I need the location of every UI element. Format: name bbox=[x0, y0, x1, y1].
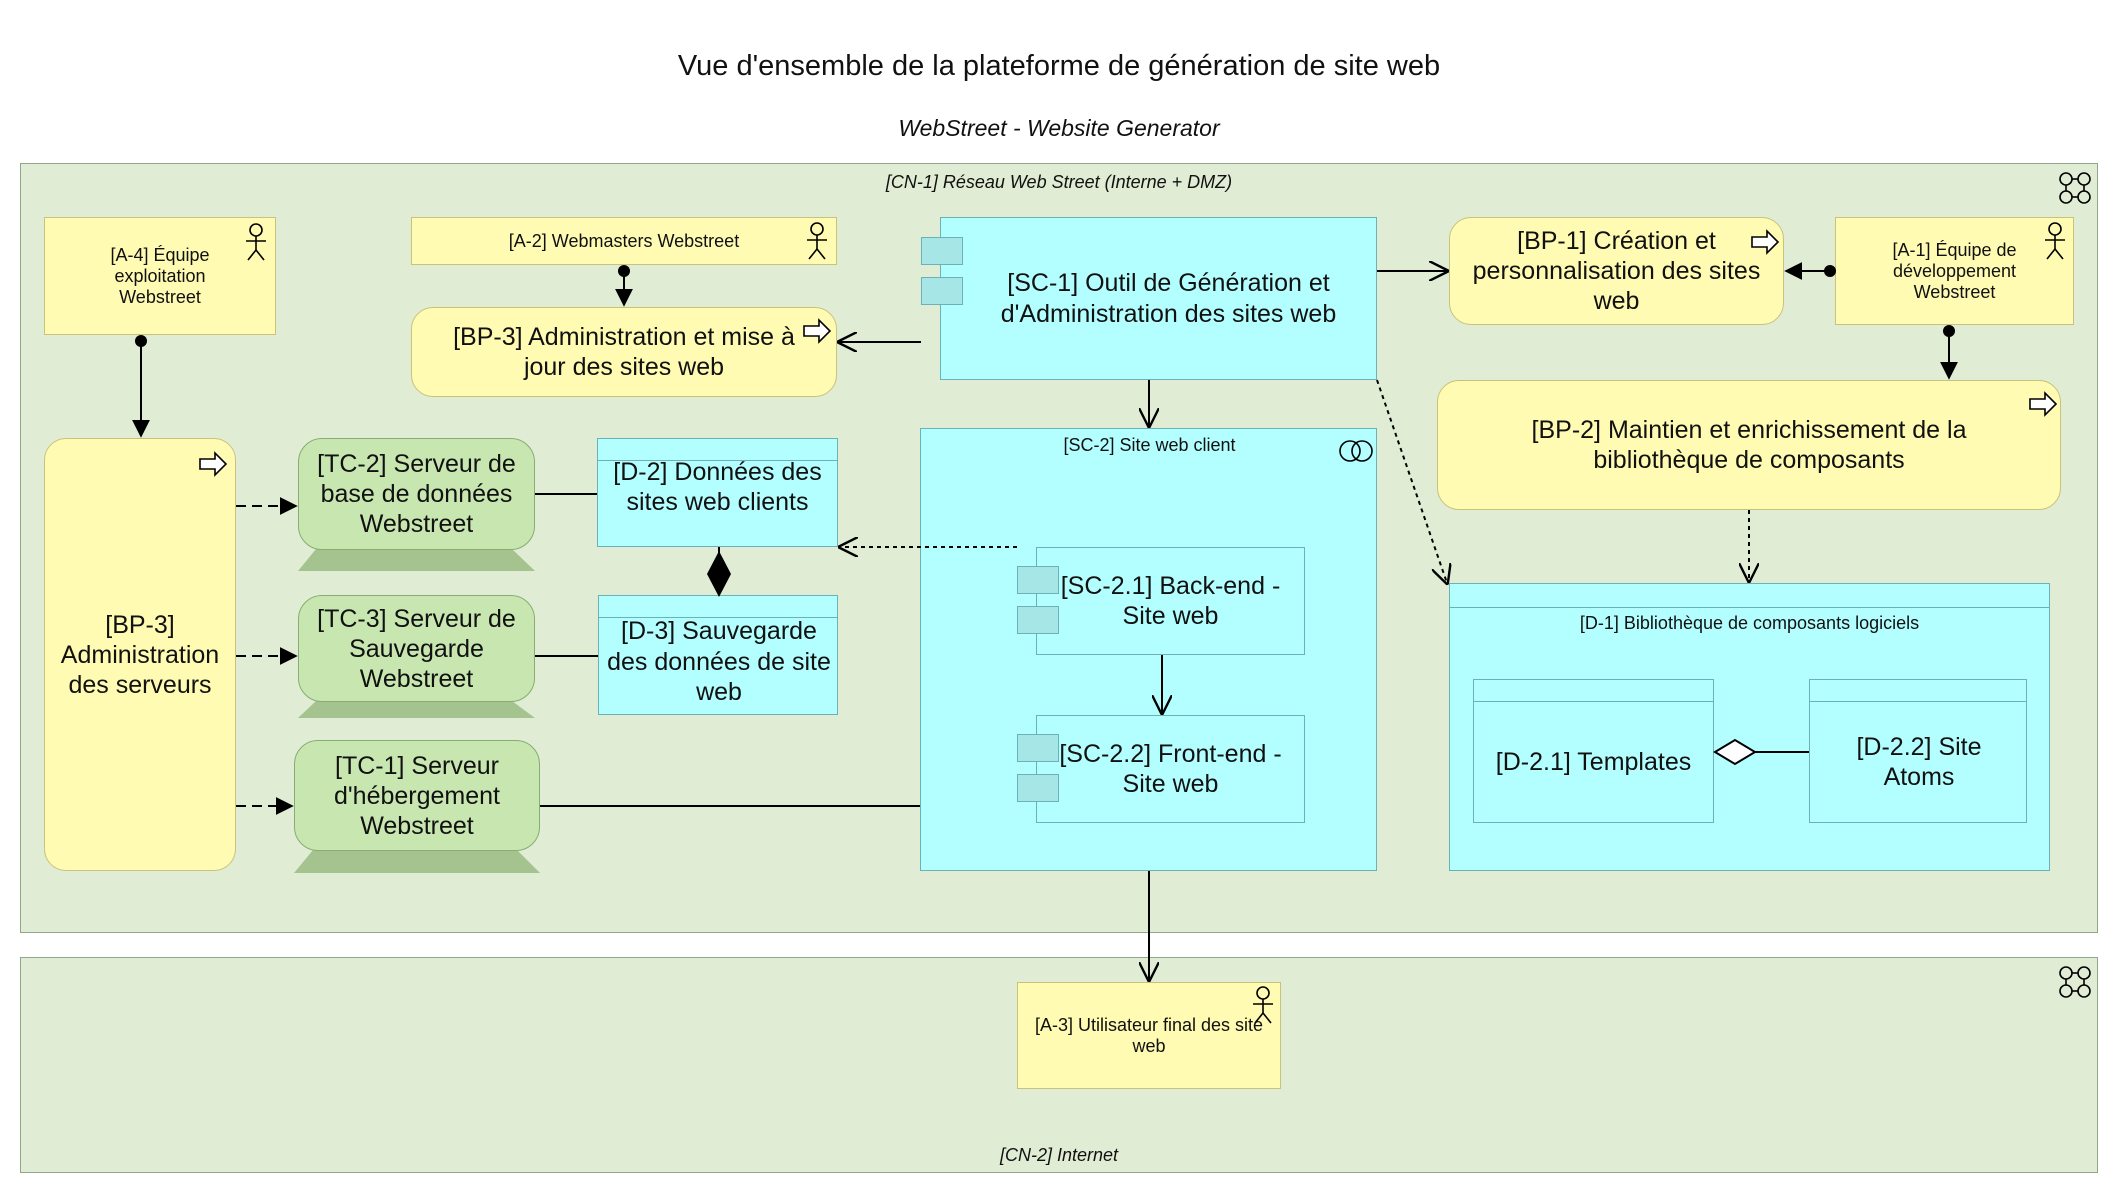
app-sc1-label: [SC-1] Outil de Génération et d'Administ… bbox=[1000, 269, 1337, 328]
tech-tc3[interactable]: [TC-3] Serveur de Sauvegarde Webstreet bbox=[298, 595, 535, 702]
process-icon-bp2 bbox=[2029, 391, 2058, 417]
data-d22-label: [D-2.2] Site Atoms bbox=[1856, 732, 1982, 792]
composition-diamond-d2-d3 bbox=[707, 551, 731, 597]
process-bp1[interactable]: [BP-1] Création et personnalisation des … bbox=[1449, 217, 1784, 325]
process-icon-bp3-servers bbox=[199, 451, 228, 477]
data-d22-header bbox=[1810, 680, 2026, 702]
tc1-plinth bbox=[294, 850, 540, 873]
app-sc2-label: [SC-2] Site web client bbox=[1063, 435, 1236, 455]
tech-tc2-label: [TC-2] Serveur de base de données Webstr… bbox=[317, 450, 516, 538]
process-bp3-admin-sites-label: [BP-3] Administration et mise à jour des… bbox=[453, 323, 795, 381]
process-bp3-admin-sites[interactable]: [BP-3] Administration et mise à jour des… bbox=[411, 307, 837, 397]
actor-a4-label: [A-4] Équipe exploitation Webstreet bbox=[110, 244, 210, 307]
actor-a2-label: [A-2] Webmasters Webstreet bbox=[508, 230, 740, 251]
actor-a1[interactable]: [A-1] Équipe de développement Webstreet bbox=[1835, 217, 2074, 325]
process-bp3-admin-servers[interactable]: [BP-3] Administration des serveurs bbox=[44, 438, 236, 871]
data-d2-header bbox=[598, 439, 837, 461]
data-d21-header bbox=[1474, 680, 1713, 702]
data-d21-label: [D-2.1] Templates bbox=[1495, 747, 1692, 776]
network-icon-cn1 bbox=[2059, 172, 2091, 204]
network-icon-cn2 bbox=[2059, 966, 2091, 998]
data-d2[interactable]: [D-2] Données des sites web clients bbox=[597, 438, 838, 547]
process-bp2[interactable]: [BP-2] Maintien et enrichissement de la … bbox=[1437, 380, 2061, 510]
collaboration-icon-sc2 bbox=[1339, 440, 1373, 462]
actor-icon-a1 bbox=[2045, 222, 2065, 260]
actor-icon-a2 bbox=[807, 222, 827, 260]
app-sc21[interactable]: [SC-2.1] Back-end - Site web bbox=[1036, 547, 1305, 655]
actor-a3-label: [A-3] Utilisateur final des site web bbox=[1034, 1014, 1264, 1056]
actor-icon-a4 bbox=[246, 223, 266, 261]
app-sc21-tab-bottom bbox=[1017, 606, 1059, 634]
app-sc22-tab-top bbox=[1017, 734, 1059, 762]
process-bp3-admin-servers-label: [BP-3] Administration des serveurs bbox=[60, 610, 220, 699]
data-d1-header bbox=[1450, 584, 2049, 608]
tc3-plinth bbox=[298, 701, 535, 718]
app-sc1[interactable]: [SC-1] Outil de Génération et d'Administ… bbox=[940, 217, 1377, 380]
app-sc21-label: [SC-2.1] Back-end - Site web bbox=[1060, 571, 1281, 631]
app-sc1-tab-top bbox=[921, 237, 963, 265]
aggregation-diamond-d21-d22 bbox=[1713, 738, 1757, 766]
actor-a3[interactable]: [A-3] Utilisateur final des site web bbox=[1017, 982, 1281, 1089]
diagram-title: Vue d'ensemble de la plateforme de génér… bbox=[677, 50, 1441, 82]
app-sc22-label: [SC-2.2] Front-end - Site web bbox=[1059, 739, 1282, 799]
edge-sc1-d1 bbox=[1376, 379, 1447, 583]
diagram-subtitle: WebStreet - Website Generator bbox=[898, 115, 1220, 141]
data-d1-label: [D-1] Bibliothèque de composants logicie… bbox=[1579, 612, 1920, 633]
actor-a2[interactable]: [A-2] Webmasters Webstreet bbox=[411, 217, 837, 265]
data-d21[interactable]: [D-2.1] Templates bbox=[1473, 679, 1714, 823]
tech-tc1-label: [TC-1] Serveur d'hébergement Webstreet bbox=[333, 751, 500, 840]
tech-tc2[interactable]: [TC-2] Serveur de base de données Webstr… bbox=[298, 438, 535, 550]
process-bp1-label: [BP-1] Création et personnalisation des … bbox=[1472, 227, 1761, 315]
data-d3[interactable]: [D-3] Sauvegarde des données de site web bbox=[598, 595, 838, 715]
data-d3-label: [D-3] Sauvegarde des données de site web bbox=[607, 617, 831, 707]
actor-a1-label: [A-1] Équipe de développement Webstreet bbox=[1892, 239, 2017, 302]
actor-a4[interactable]: [A-4] Équipe exploitation Webstreet bbox=[44, 217, 276, 335]
process-icon-bp3-sites bbox=[803, 318, 832, 344]
app-sc22[interactable]: [SC-2.2] Front-end - Site web bbox=[1036, 715, 1305, 823]
network-cn1-label: [CN-1] Réseau Web Street (Interne + DMZ) bbox=[885, 172, 1233, 192]
app-sc1-tab-bottom bbox=[921, 277, 963, 305]
tc2-plinth bbox=[298, 549, 535, 571]
data-d22[interactable]: [D-2.2] Site Atoms bbox=[1809, 679, 2027, 823]
actor-icon-a3 bbox=[1253, 986, 1273, 1024]
data-d3-header bbox=[599, 596, 837, 618]
process-bp2-label: [BP-2] Maintien et enrichissement de la … bbox=[1531, 416, 1967, 474]
app-sc21-tab-top bbox=[1017, 566, 1059, 594]
app-sc22-tab-bottom bbox=[1017, 774, 1059, 802]
data-d2-label: [D-2] Données des sites web clients bbox=[613, 457, 822, 517]
process-icon-bp1 bbox=[1751, 229, 1780, 255]
network-cn2-label: [CN-2] Internet bbox=[999, 1145, 1119, 1165]
tech-tc3-label: [TC-3] Serveur de Sauvegarde Webstreet bbox=[317, 604, 516, 693]
tech-tc1[interactable]: [TC-1] Serveur d'hébergement Webstreet bbox=[294, 740, 540, 851]
